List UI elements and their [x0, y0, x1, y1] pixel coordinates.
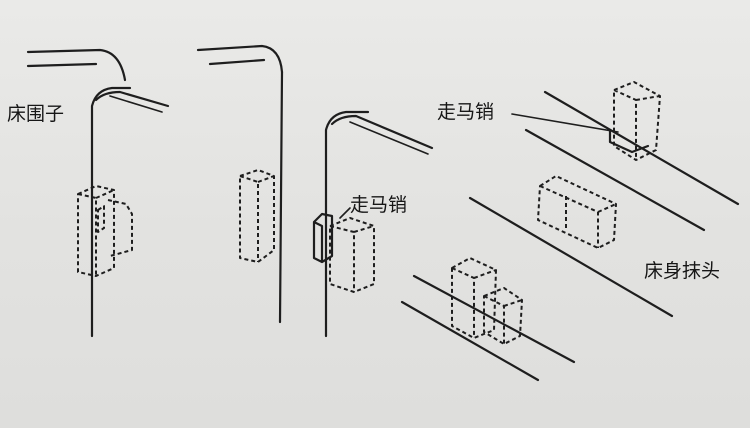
pin-housing — [329, 217, 375, 293]
panel-top-edge — [330, 114, 434, 150]
leader-line-pin-frame — [511, 113, 619, 133]
lower-pin-right — [483, 287, 523, 345]
label-sliding-pin-panel: 走马销 — [350, 194, 408, 216]
hidden-pin-slot — [97, 205, 105, 233]
lower-pin-left — [451, 257, 497, 339]
label-bed-frame-edge: 床身抹头 — [644, 260, 721, 282]
front-panel-outline — [90, 86, 132, 338]
hidden-tenon-block — [77, 185, 115, 277]
figure-rail-panel-middle — [196, 44, 284, 324]
mortise-slot — [239, 169, 275, 263]
panel-outline — [324, 110, 370, 338]
panel-top-bevel — [349, 121, 429, 155]
panel-top-curve — [196, 44, 284, 74]
figure-bed-frame-edge — [400, 81, 740, 382]
frame-line-second — [524, 128, 706, 232]
upper-pin-base — [608, 128, 650, 154]
label-bed-rail: 床围子 — [7, 103, 65, 125]
middle-pin-slot — [537, 175, 617, 249]
frame-line-bottom — [400, 300, 540, 382]
figure-rail-panel-right — [312, 110, 434, 338]
leader-line-pin-panel — [339, 207, 351, 219]
label-sliding-pin-frame: 走马销 — [437, 101, 495, 123]
frame-line-third — [468, 196, 674, 318]
panel-top-inner — [208, 58, 266, 66]
exposed-pin — [312, 212, 334, 264]
front-panel-top-bevel — [109, 95, 163, 113]
figure-rail-panel-left — [26, 48, 170, 338]
upper-pin-block — [613, 81, 661, 161]
hidden-tenon-side — [107, 199, 133, 257]
back-panel-outline — [26, 48, 127, 82]
front-panel-top-edge — [94, 90, 170, 108]
back-panel-inner-edge — [26, 62, 98, 68]
panel-right-edge — [278, 70, 284, 324]
